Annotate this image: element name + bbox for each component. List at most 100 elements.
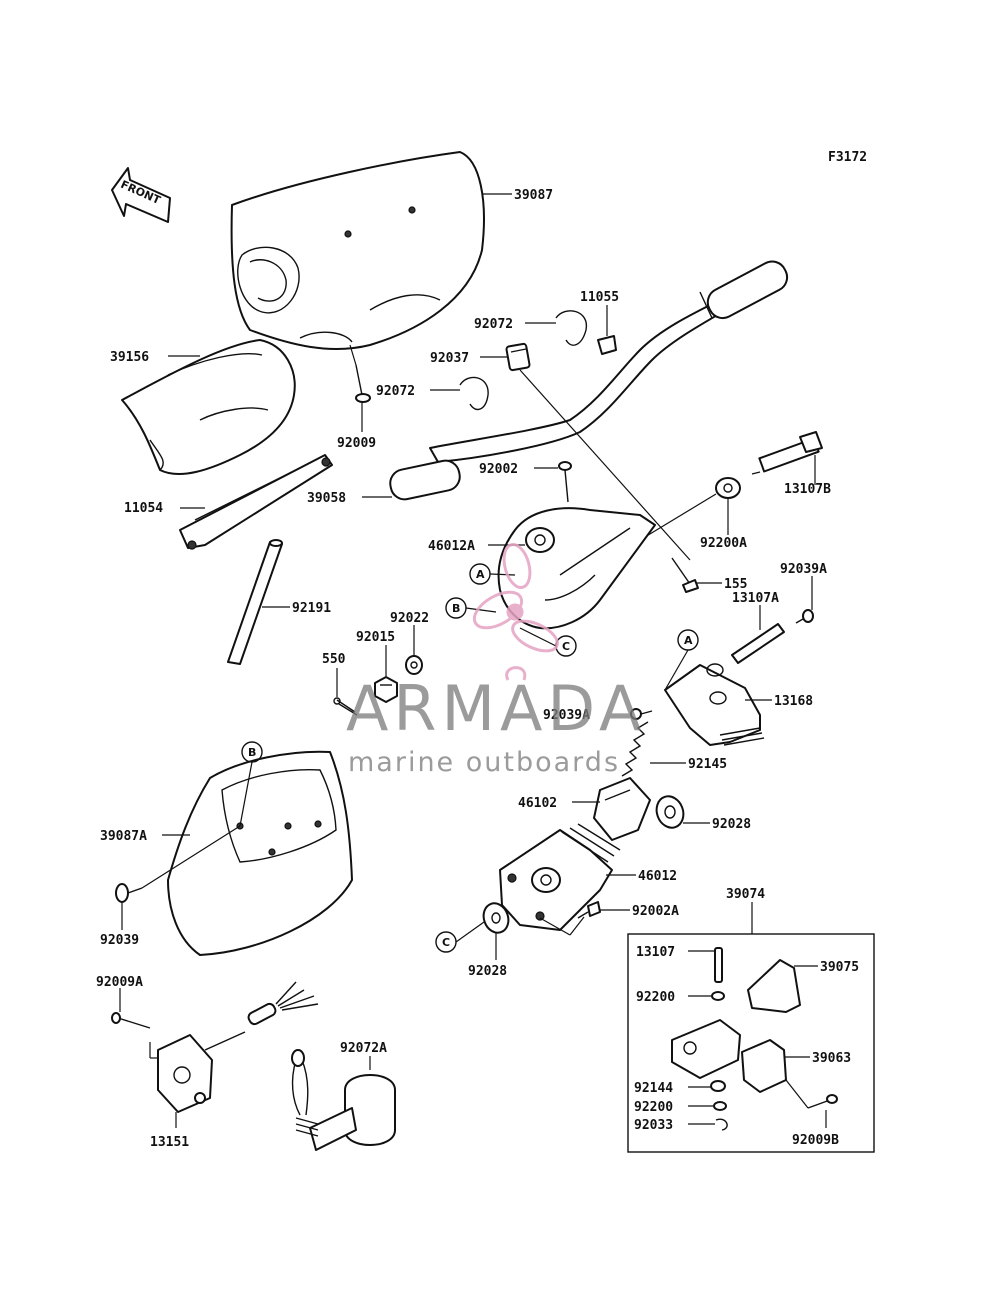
part-46102 [593,777,651,841]
part-39063 [741,1039,787,1093]
handlebar-39058-part [389,260,789,501]
svg-text:C: C [562,640,570,653]
callout-39087A: 39087A [100,829,147,844]
clamp-92072A-part [291,1049,396,1151]
screw-92009-part [355,364,371,403]
callout-92072-mid: 92072 [376,384,415,399]
callout-92200-a: 92200 [636,990,675,1005]
watermark-logo-icon [472,543,559,681]
spring-92144-part [710,1080,726,1092]
callout-92033: 92033 [634,1118,673,1133]
pivot-bolt-13107B-part [751,431,823,475]
washer-92200A-part [715,477,741,499]
figure-code: F3172 [828,150,867,165]
svg-text:C: C [442,936,450,949]
reference-mark-c-lower: C [435,931,457,953]
front-arrow-icon: FRONT [111,167,171,223]
watermark-tagline: marine outboards [348,747,620,778]
svg-text:A: A [684,634,693,647]
callout-13107A: 13107A [732,591,779,606]
pin-92039A-top-part [795,609,814,624]
callout-92022: 92022 [390,611,429,626]
watermark: ARMADA marine outboards [346,543,646,778]
lever-13168-part [664,663,765,746]
callout-39075: 39075 [820,960,859,975]
washer-92200-b-part [713,1101,727,1111]
reference-mark-b-cover: B [241,741,263,763]
clip-92033-part [715,1118,728,1131]
clamp-92072-mid-part [459,376,489,411]
callout-92015: 92015 [356,630,395,645]
svg-text:B: B [452,602,460,615]
reference-mark-c-upper: C [555,635,577,657]
callout-39156: 39156 [110,350,149,365]
callout-92039: 92039 [100,933,139,948]
callout-92037: 92037 [430,351,469,366]
screw-92009B-part [807,1094,838,1109]
reference-mark-a-lever: A [677,629,699,651]
housing-46012-part [499,823,621,931]
callout-39063: 39063 [812,1051,851,1066]
callout-46102: 46102 [518,796,557,811]
part-39075 [747,959,801,1013]
callout-92009: 92009 [337,436,376,451]
cotter-pin-550-part [333,697,358,716]
bolt-155-part [671,557,699,593]
callout-92145: 92145 [688,757,727,772]
callout-92144: 92144 [634,1081,673,1096]
callout-92028-right: 92028 [712,817,751,832]
callout-39087: 39087 [514,188,553,203]
switch-13151-part [157,981,319,1113]
callout-92039A-top: 92039A [780,562,827,577]
lower-cover-39087A-part [167,750,353,956]
washer-92028-right-part [655,795,685,829]
spring-92145-part [621,721,649,777]
assembly-39074-box [627,933,875,1153]
callout-92039A-mid: 92039A [543,708,590,723]
bolt-92002A-part [577,901,601,919]
tube-92191-part [227,539,283,665]
svg-text:B: B [248,746,256,759]
callout-92072A: 92072A [340,1041,387,1056]
rivet-92039-part [115,883,143,903]
clip-11055-part [597,335,617,355]
watermark-brand: ARMADA [346,672,646,745]
callout-13151: 13151 [150,1135,189,1150]
handlebar-cover-part [230,151,485,350]
callout-13168: 13168 [774,694,813,709]
washer-92022-part [405,655,423,675]
bolt-92002-part [558,461,572,503]
callout-13107B: 13107B [784,482,831,497]
reference-mark-a-upper: A [469,563,491,585]
callout-155: 155 [724,577,747,592]
svg-text:A: A [476,568,485,581]
callout-13107: 13107 [636,945,675,960]
callout-550: 550 [322,652,346,667]
callout-11054: 11054 [124,501,163,516]
washer-92200-a-part [711,991,725,1001]
nut-92015-part [374,676,398,703]
callout-11055: 11055 [580,290,619,305]
reference-mark-b-upper: B [445,597,467,619]
clamp-92072-top-part [555,310,587,346]
pin-13107A-part [731,623,785,664]
callout-46012: 46012 [638,869,677,884]
pin-92039A-mid-part [630,708,653,720]
block-assembly-part [671,1019,741,1079]
part-92037 [505,342,531,372]
callout-92009B: 92009B [792,1133,839,1148]
screw-92009A-part [111,1012,151,1029]
callout-39058: 39058 [307,491,346,506]
callout-46012A: 46012A [428,539,475,554]
handlebar-pad-part [121,339,296,476]
callout-92002A: 92002A [632,904,679,919]
steering-bracket-46012A-part [497,507,656,630]
callout-92002: 92002 [479,462,518,477]
callout-92028-bottom: 92028 [468,964,507,979]
callout-92200A: 92200A [700,536,747,551]
callout-92200-b: 92200 [634,1100,673,1115]
bracket-11054-part [179,454,333,550]
pin-13107-part [714,947,723,983]
callout-92009A: 92009A [96,975,143,990]
